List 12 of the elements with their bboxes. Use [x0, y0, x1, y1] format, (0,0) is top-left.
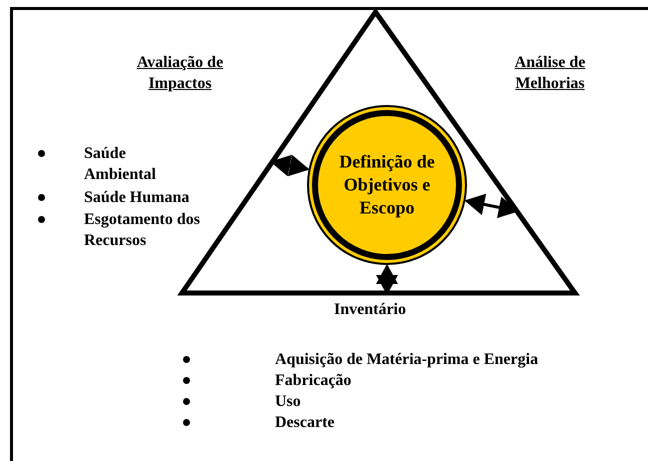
- circle-text: Definição de Objetivos e Escopo: [338, 150, 436, 220]
- list-item: Esgotamento dos Recursos: [84, 210, 202, 251]
- list-item: Descarte: [275, 413, 336, 433]
- list-item: Saúde Humana: [84, 188, 190, 208]
- list-item: Aquisição de Matéria-prima e Energia: [275, 350, 540, 370]
- list-item: Fabricação: [275, 371, 352, 391]
- list-item: Saúde Ambiental: [84, 144, 157, 185]
- scope-circle: [307, 105, 467, 265]
- section-heading: Inventário: [333, 300, 407, 320]
- section-heading: Avaliação de Impactos: [136, 53, 224, 94]
- list-item: Uso: [275, 392, 302, 412]
- section-heading: Análise de Melhorias: [514, 53, 586, 94]
